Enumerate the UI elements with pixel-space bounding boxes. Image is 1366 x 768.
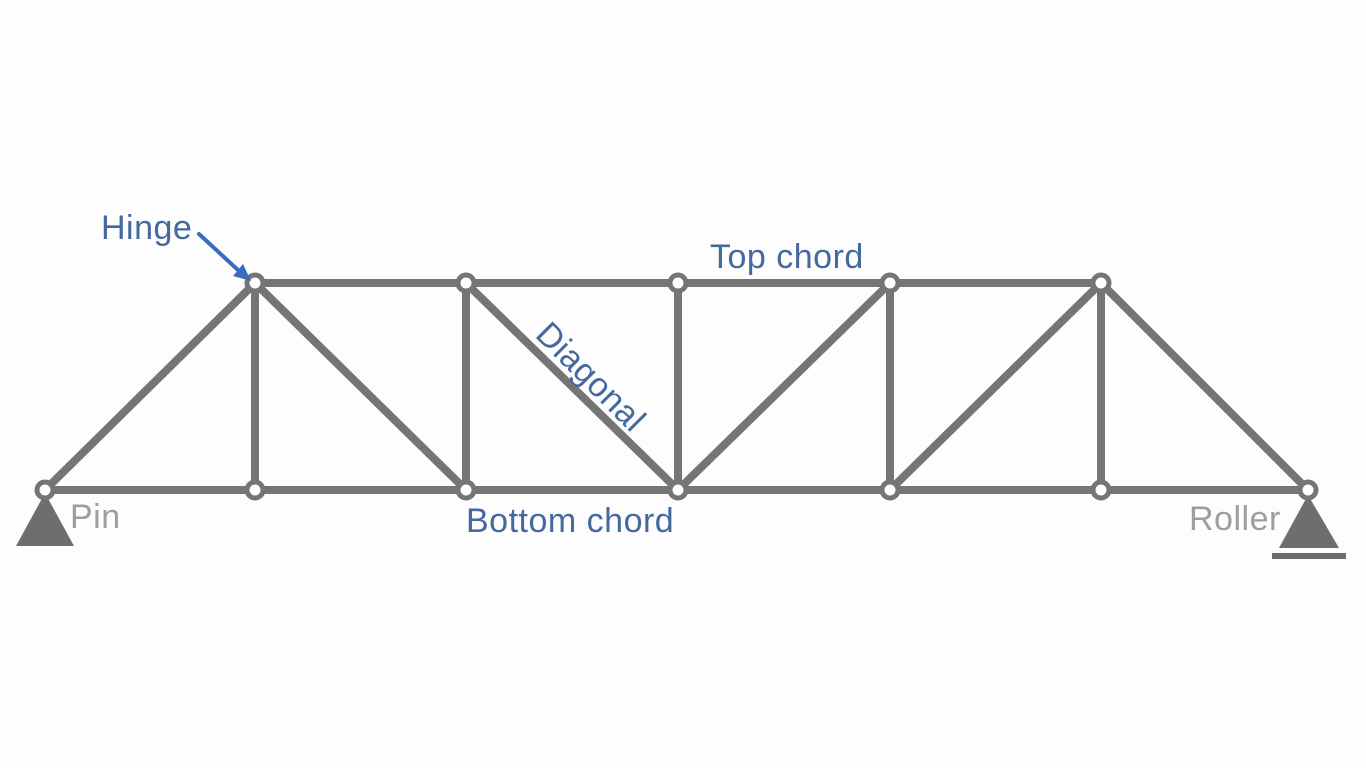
hinge-arrow-icon	[197, 232, 251, 281]
pin-support-icon	[16, 493, 74, 546]
joint-node	[34, 479, 56, 501]
hinge-label: Hinge	[101, 209, 192, 247]
bottom-chord-label: Bottom chord	[466, 502, 674, 540]
left-end-diagonal-member	[41, 279, 259, 494]
joint-node	[667, 479, 689, 501]
hinge-arrow-head	[233, 264, 251, 281]
joint-node	[244, 479, 266, 501]
right-end-diagonal-member	[1097, 279, 1312, 494]
joint-node	[1297, 479, 1319, 501]
roller-triangle	[1279, 495, 1339, 548]
pin-triangle	[16, 493, 74, 546]
diagonal-member	[674, 279, 894, 494]
joint-nodes	[34, 272, 1319, 501]
hinge-arrow-shaft	[197, 232, 240, 272]
joint-node	[455, 479, 477, 501]
pin-label: Pin	[70, 498, 121, 536]
roller-support-icon	[1272, 495, 1346, 559]
joint-node	[667, 272, 689, 294]
diagonal-member	[886, 279, 1105, 494]
joint-node	[1090, 479, 1112, 501]
roller-label: Roller	[1189, 500, 1281, 538]
diagonal-member	[251, 279, 470, 494]
joint-node	[879, 479, 901, 501]
joint-node	[455, 272, 477, 294]
truss-members	[41, 279, 1312, 494]
joint-node	[1090, 272, 1112, 294]
joint-node	[879, 272, 901, 294]
diagonal-member	[462, 279, 682, 494]
diagonal-label: Diagonal	[528, 315, 653, 440]
joint-node	[244, 272, 266, 294]
top-chord-label: Top chord	[710, 238, 864, 276]
